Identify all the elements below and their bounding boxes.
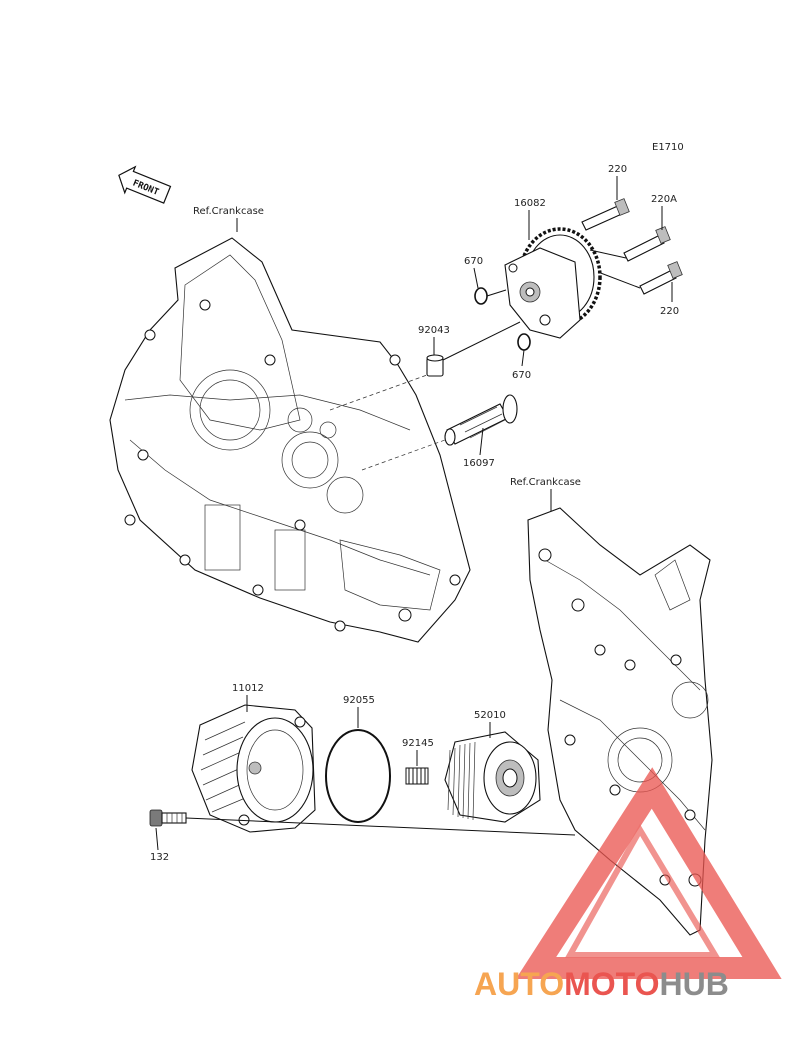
automotohub-logo — [515, 767, 782, 979]
spring — [405, 767, 429, 785]
oil-screen — [444, 394, 518, 446]
label-670-upper: 670 — [464, 256, 483, 267]
label-220-top: 220 — [608, 164, 627, 175]
oil-pump — [504, 227, 602, 339]
label-16097: 16097 — [463, 458, 495, 469]
dowel-pin — [426, 354, 444, 377]
ref-crankcase-right-label: Ref.Crankcase — [510, 477, 581, 488]
label-92055: 92055 — [343, 695, 375, 706]
diagram-code: E1710 — [652, 142, 684, 153]
label-16082: 16082 — [514, 198, 546, 209]
front-arrow-icon: FRONT — [118, 165, 172, 204]
bolt-220a — [623, 226, 671, 262]
oring-670-lower — [517, 333, 531, 351]
oring-92055 — [325, 729, 391, 823]
ref-crankcase-left-label: Ref.Crankcase — [193, 206, 264, 217]
left-crankcase — [109, 237, 471, 643]
oil-filter — [444, 731, 541, 823]
label-670-lower: 670 — [512, 370, 531, 381]
watermark-auto: AUTOMOTOHUB — [474, 966, 729, 1002]
oil-filter-cover — [191, 704, 316, 833]
label-220a: 220A — [651, 194, 677, 205]
label-92043: 92043 — [418, 325, 450, 336]
label-11012: 11012 — [232, 683, 264, 694]
label-92145: 92145 — [402, 738, 434, 749]
cover-bolt — [149, 809, 187, 827]
label-132: 132 — [150, 852, 169, 863]
bolt-220-top — [581, 198, 630, 231]
label-52010: 52010 — [474, 710, 506, 721]
oring-670-upper — [474, 287, 488, 305]
label-220-bottom: 220 — [660, 306, 679, 317]
bolt-220-bottom — [639, 261, 683, 295]
